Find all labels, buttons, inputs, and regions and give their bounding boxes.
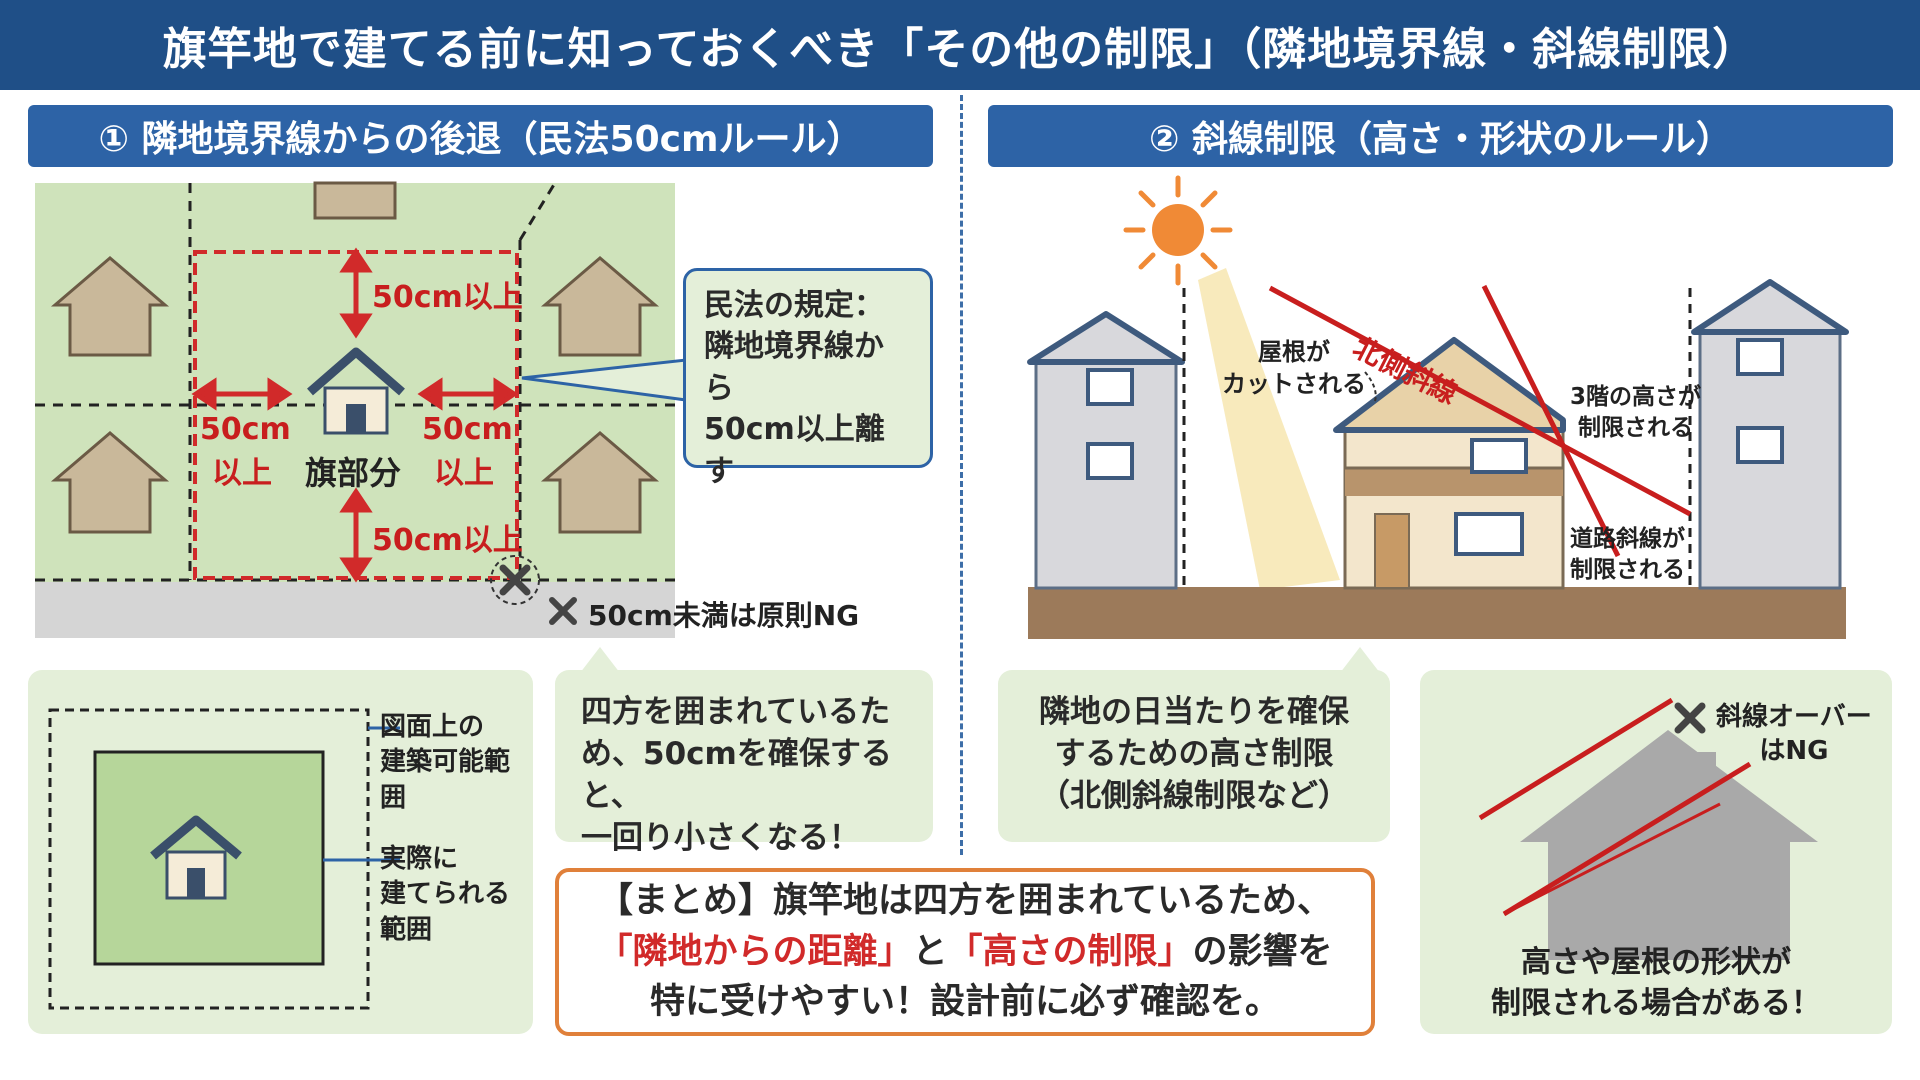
third-floor-line: 3階の高さが (1570, 384, 1702, 410)
roof-cut-arc (1364, 371, 1377, 405)
left-neighbor-building (1027, 311, 1185, 590)
ng-label-x-icon (549, 597, 577, 625)
actual-range-label: 実際に 建てられる 範囲 (380, 842, 510, 948)
road-slope-line (1481, 284, 1621, 558)
drawing-range-line: 囲 (380, 782, 407, 813)
slope-restriction-diagram (1027, 175, 1849, 639)
sun-icon (1123, 175, 1233, 286)
neighbor-house (50, 256, 660, 534)
callout-line: 50cm以上離す (704, 412, 885, 489)
page-title: 旗竿地で建てる前に知っておくべき「その他の制限」（隣地境界線・斜線制限） (0, 0, 1920, 90)
slope-shape-line: 制限される場合がある！ (1491, 986, 1821, 1022)
summary-line-3: 特に受けやすい！設計前に必ず確認を。 (649, 982, 1280, 1023)
slope-shape-line: 高さや屋根の形状が (1521, 945, 1791, 980)
roof-cut-line: カットされる (1222, 370, 1366, 399)
slope-shape-label: 高さや屋根の形状が 制限される場合がある！ (1420, 942, 1892, 1025)
enclosed-note-panel: 四方を囲まれているた め、50cmを確保すると、 一回り小さくなる！ (555, 670, 933, 856)
distance-label-right-1: 50cm (422, 412, 513, 447)
section1-header: ① 隣地境界線からの後退（民法50cmルール） (28, 105, 933, 167)
section-divider (960, 95, 963, 855)
neighbor-house (313, 181, 397, 220)
actual-range-line: 実際に (380, 844, 459, 874)
section2-header: ② 斜線制限（高さ・形状のルール） (988, 105, 1893, 167)
road-slope-label: 道路斜線が 制限される (1570, 524, 1685, 586)
summary-highlight-height: 「高さの制限」 (947, 931, 1193, 972)
sunlight-line: （北側斜線制限など） (1039, 777, 1349, 814)
roof-cut-label: 屋根が カットされる (1222, 336, 1366, 401)
roof-cut-line: 屋根が (1258, 338, 1330, 366)
distance-label-left-1: 50cm (200, 412, 291, 447)
callout-line: 隣地境界線から (704, 329, 884, 406)
ground (1028, 587, 1846, 639)
slope-over-line: 斜線オーバー (1716, 702, 1872, 732)
actual-range-line: 範囲 (380, 914, 433, 945)
summary-line-2-end: の影響を (1192, 931, 1333, 972)
drawing-range-label: 図面上の 建築可能範 囲 (380, 710, 510, 816)
enclosed-line: 一回り小さくなる！ (581, 819, 860, 856)
summary-line-2: 「隣地からの距離」と「高さの制限」の影響を (597, 927, 1332, 978)
summary-box: 【まとめ】旗竿地は四方を囲まれているため、 「隣地からの距離」と「高さの制限」の… (555, 868, 1375, 1036)
small-house-icon (150, 815, 242, 900)
road-slope-line-text: 制限される (1570, 557, 1685, 584)
sunlight-panel-pointer (1340, 647, 1380, 673)
callout-line: 民法の規定： (704, 288, 884, 323)
sunlight-line: 隣地の日当たりを確保 (1039, 694, 1349, 730)
slope-over-label: 斜線オーバー はNG (1716, 700, 1872, 769)
right-neighbor-building (1691, 279, 1849, 590)
actual-range-area (93, 750, 325, 966)
slope-over-line: はNG (1759, 736, 1829, 767)
civil-law-callout: 民法の規定： 隣地境界線から 50cm以上離す (683, 268, 933, 489)
ng-label: 50cm未満は原則NG (588, 599, 860, 632)
summary-line-1: 【まとめ】旗竿地は四方を囲まれているため、 (598, 880, 1332, 921)
enclosed-panel-pointer (580, 647, 620, 673)
slope-limit-line (1478, 697, 1674, 821)
slope-limit-line (1503, 802, 1721, 916)
slope-over-x-icon (1674, 702, 1706, 734)
site-plan-diagram (35, 181, 688, 638)
road-strip (35, 582, 675, 638)
slope-over-diagram (1478, 697, 1818, 960)
sunlight-note-panel: 隣地の日当たりを確保 するための高さ制限 （北側斜線制限など） (998, 670, 1390, 842)
boundary-line (518, 182, 557, 241)
actual-range-line: 建てられる (380, 879, 511, 910)
distance-label-right-2: 以上 (434, 456, 494, 491)
center-house (1333, 337, 1566, 590)
ng-x-icon (499, 564, 531, 596)
enclosed-line: め、50cmを確保すると、 (581, 735, 892, 814)
drawing-range-line: 図面上の (380, 712, 485, 742)
summary-conjunction: と (912, 931, 948, 972)
third-floor-label: 3階の高さが 制限される (1570, 382, 1701, 444)
ng-marker (490, 555, 540, 605)
flag-part-label: 旗部分 (305, 454, 402, 492)
buildable-range-panel: 図面上の 建築可能範 囲 実際に 建てられる 範囲 (28, 670, 533, 1034)
summary-highlight-distance: 「隣地からの距離」 (597, 931, 913, 972)
enclosed-line: 四方を囲まれているた (581, 694, 891, 730)
north-slope-line (1268, 285, 1692, 517)
slope-over-panel: 斜線オーバー はNG 高さや屋根の形状が 制限される場合がある！ (1420, 670, 1892, 1034)
drawing-range-line: 建築可能範 (380, 747, 511, 778)
distance-label-top: 50cm以上 (372, 280, 523, 315)
distance-label-left-2: 以上 (212, 456, 272, 491)
sunlight-beam (1198, 268, 1340, 590)
sunlight-line: するための高さ制限 (1054, 735, 1334, 772)
road-slope-line-text: 道路斜線が (1570, 526, 1685, 552)
distance-label-bottom: 50cm以上 (372, 523, 523, 558)
flag-house-icon (307, 347, 405, 435)
buildable-range-diagram (48, 708, 400, 1010)
third-floor-line: 制限される (1578, 415, 1693, 442)
slope-limit-line (1502, 761, 1752, 917)
